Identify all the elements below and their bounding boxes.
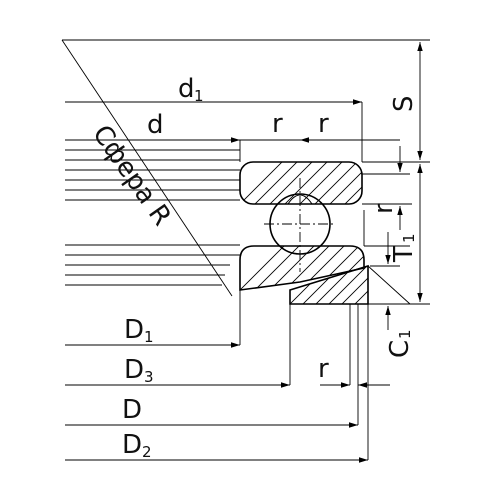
shaft-lines-upper [65,149,240,201]
label-S: S [389,95,419,112]
label-r-right: r [369,203,399,214]
label-T1-sub: 1 [400,233,418,243]
extension-lines [239,102,411,460]
seat-washer [289,264,369,305]
label-C1: C [385,340,415,358]
label-D1-sub: 1 [144,328,154,346]
label-r-top-left: r [272,109,283,139]
label-D3-sub: 3 [144,368,154,386]
label-T1: T [389,246,419,263]
label-r-bottom: r [318,354,329,384]
right-extension-lines [362,161,430,305]
label-D: D [122,395,142,425]
sphere-radius-line [61,39,233,297]
label-D1: D [124,315,144,345]
label-d1-sub: 1 [194,87,204,105]
label-D3: D [124,355,144,385]
label-d: d [147,110,164,140]
top-washer [239,161,363,205]
label-D2: D [122,430,142,460]
label-C1-sub: 1 [396,329,414,339]
label-D2-sub: 2 [142,443,152,461]
center-lines [264,178,336,272]
bottom-washer [239,245,365,291]
label-d1: d [178,74,195,104]
label-r-top-right: r [318,109,329,139]
shaft-lines-lower [65,244,240,286]
